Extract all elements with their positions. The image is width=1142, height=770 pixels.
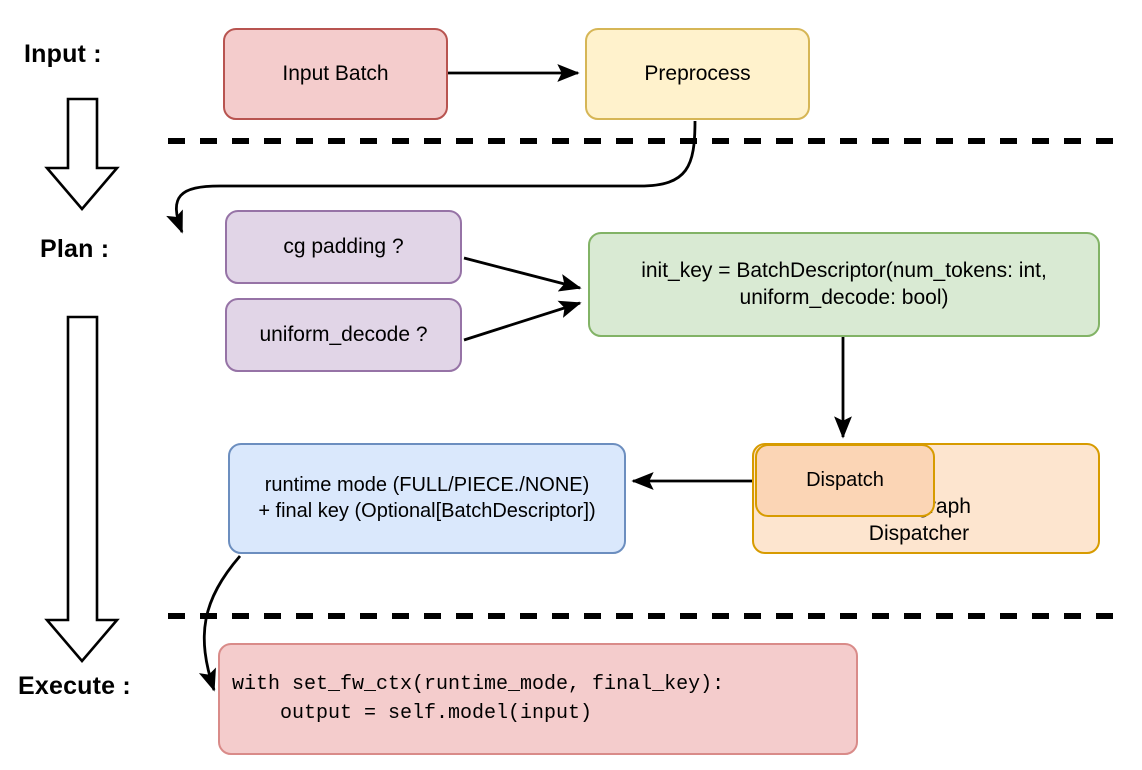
stage-arrow-plan-to-execute xyxy=(44,315,120,664)
node-cg-padding[interactable]: cg padding ? xyxy=(225,210,462,284)
edge-cg-padding-to-init-key xyxy=(463,256,582,292)
node-dispatch[interactable]: Dispatch xyxy=(755,444,935,517)
node-cg-padding-label: cg padding ? xyxy=(283,234,404,258)
edge-uniform-decode-to-init-key xyxy=(463,300,582,342)
node-init-key[interactable]: init_key = BatchDescriptor(num_tokens: i… xyxy=(588,232,1100,337)
node-input-batch[interactable]: Input Batch xyxy=(223,28,448,120)
node-init-key-label-line2: uniform_decode: bool) xyxy=(739,285,949,309)
node-init-key-label-line1: init_key = BatchDescriptor(num_tokens: i… xyxy=(641,258,1047,282)
node-execute-code-label-line1: with set_fw_ctx(runtime_mode, final_key)… xyxy=(232,673,725,696)
node-preprocess-label: Preprocess xyxy=(644,61,751,85)
node-preprocess[interactable]: Preprocess xyxy=(585,28,810,120)
node-input-batch-label: Input Batch xyxy=(282,61,389,85)
node-uniform-decode[interactable]: uniform_decode ? xyxy=(225,298,462,372)
node-uniform-decode-label: uniform_decode ? xyxy=(259,322,428,346)
stage-label-plan: Plan : xyxy=(40,235,110,263)
node-runtime-mode-label-line2: + final key (Optional[BatchDescriptor]) xyxy=(258,499,596,522)
node-execute-code[interactable]: with set_fw_ctx(runtime_mode, final_key)… xyxy=(218,643,858,755)
node-dispatch-label: Dispatch xyxy=(806,468,884,491)
node-execute-code-label-line2: output = self.model(input) xyxy=(232,702,593,725)
stage-arrow-input-to-plan xyxy=(44,97,120,212)
stage-label-execute: Execute : xyxy=(18,672,131,700)
node-cudagraph-dispatcher-label-line2: Dispatcher xyxy=(868,522,970,546)
node-runtime-mode[interactable]: runtime mode (FULL/PIECE./NONE) + final … xyxy=(228,443,626,554)
node-runtime-mode-label-line1: runtime mode (FULL/PIECE./NONE) xyxy=(264,473,590,496)
stage-label-input: Input : xyxy=(24,40,102,68)
